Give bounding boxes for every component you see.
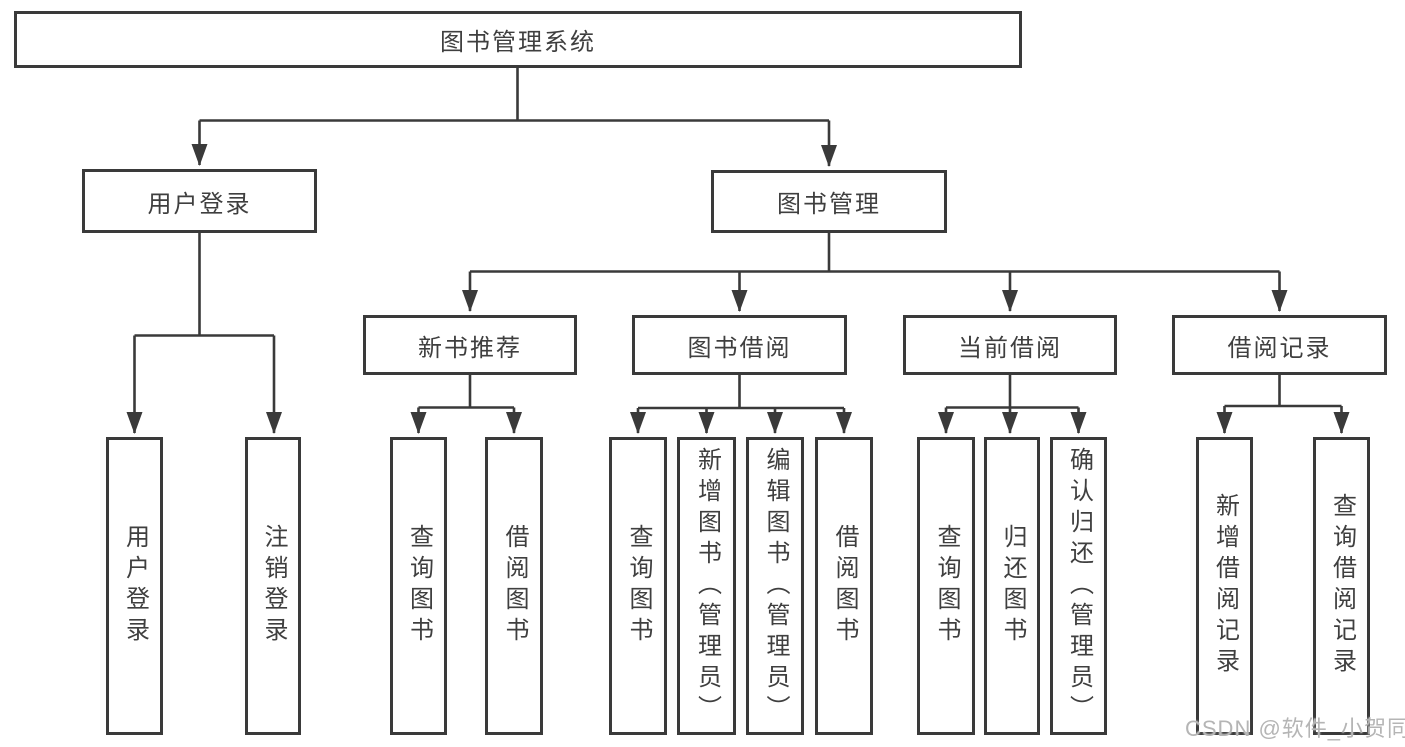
leaf-borrow-edit-books-label: 编辑图书（管理员） bbox=[762, 446, 789, 726]
leaf-borrow-borrow-books: 借阅图书 bbox=[815, 437, 873, 735]
node-borrowing-records: 借阅记录 bbox=[1172, 315, 1387, 375]
node-library-system: 图书管理系统 bbox=[14, 11, 1022, 68]
leaf-rec-borrow-books: 借阅图书 bbox=[485, 437, 543, 735]
leaf-records-add-record: 新增借阅记录 bbox=[1196, 437, 1253, 735]
node-current-borrowing-label: 当前借阅 bbox=[958, 334, 1062, 362]
node-user-login: 用户登录 bbox=[82, 169, 317, 233]
leaf-current-query-books: 查询图书 bbox=[917, 437, 975, 735]
leaf-borrow-borrow-books-label: 借阅图书 bbox=[831, 524, 858, 648]
node-current-borrowing: 当前借阅 bbox=[903, 315, 1117, 375]
node-user-login-label: 用户登录 bbox=[147, 190, 252, 218]
leaf-rec-query-books: 查询图书 bbox=[390, 437, 447, 735]
leaf-borrow-edit-books: 编辑图书（管理员） bbox=[746, 437, 804, 735]
leaf-borrow-query-books-label: 查询图书 bbox=[625, 524, 652, 648]
leaf-current-confirm-return-label: 确认归还（管理员） bbox=[1065, 446, 1093, 726]
leaf-borrow-query-books: 查询图书 bbox=[609, 437, 667, 735]
leaf-rec-query-books-label: 查询图书 bbox=[405, 524, 433, 648]
leaf-records-query-record: 查询借阅记录 bbox=[1313, 437, 1370, 735]
leaf-borrow-add-books-label: 新增图书（管理员） bbox=[693, 446, 721, 726]
node-new-book-recommendation-label: 新书推荐 bbox=[418, 334, 522, 362]
csdn-watermark: CSDN @软件_小贺同学 bbox=[1185, 716, 1405, 741]
leaf-user-login-label: 用户登录 bbox=[121, 524, 149, 648]
leaf-logout-label: 注销登录 bbox=[260, 524, 287, 648]
leaf-current-confirm-return: 确认归还（管理员） bbox=[1050, 437, 1107, 735]
leaf-records-add-record-label: 新增借阅记录 bbox=[1211, 493, 1239, 679]
leaf-current-query-books-label: 查询图书 bbox=[933, 524, 960, 648]
leaf-logout: 注销登录 bbox=[245, 437, 301, 735]
leaf-current-return-books: 归还图书 bbox=[984, 437, 1040, 735]
leaf-records-query-record-label: 查询借阅记录 bbox=[1328, 493, 1356, 679]
node-book-borrowing: 图书借阅 bbox=[632, 315, 847, 375]
node-book-management: 图书管理 bbox=[711, 170, 947, 233]
node-new-book-recommendation: 新书推荐 bbox=[363, 315, 577, 375]
leaf-borrow-add-books: 新增图书（管理员） bbox=[677, 437, 736, 735]
node-borrowing-records-label: 借阅记录 bbox=[1227, 334, 1332, 362]
leaf-user-login: 用户登录 bbox=[106, 437, 163, 735]
leaf-rec-borrow-books-label: 借阅图书 bbox=[501, 524, 528, 648]
leaf-current-return-books-label: 归还图书 bbox=[999, 524, 1026, 648]
node-book-management-label: 图书管理 bbox=[777, 191, 881, 218]
node-book-borrowing-label: 图书借阅 bbox=[687, 334, 792, 362]
node-library-system-label: 图书管理系统 bbox=[440, 29, 596, 56]
